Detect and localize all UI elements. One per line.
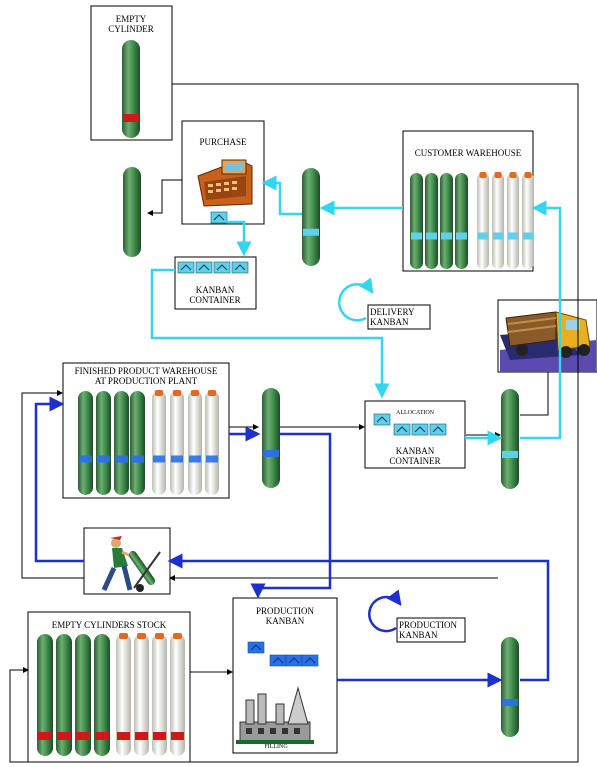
finished-wh-label-1: FINISHED PRODUCT WAREHOUSE [75,366,218,376]
delivery-kanban-box [367,304,431,330]
production-kanban-card-1 [247,641,265,654]
finished-green-cylinder [96,391,111,495]
stock-white-cylinder [152,633,167,756]
production-kanban-label-2: KANBAN [266,616,305,626]
stock-green-cylinder [75,634,91,756]
delivery-kanban-label-1: DELIVERY [370,307,415,317]
cylinder-left-purchase [123,167,141,257]
purchase-kanban-card [210,211,228,224]
finished-green-cylinder [78,391,93,495]
stock-white-cylinder [134,633,149,756]
customer-green-cylinder [425,173,438,269]
customer-green-cylinder [440,173,453,269]
truck-icon [500,311,596,372]
purchase-label: PURCHASE [199,137,247,147]
cylinder-return [302,168,320,266]
delivery-cycle-icon [337,277,374,322]
stock-green-cylinder [37,634,53,756]
kanban-container-top-label-2: CONTAINER [189,295,240,305]
customer-green-cylinder [455,173,468,269]
cylinder-to-customer [501,389,519,489]
production-kanban-side-label-2: KANBAN [399,630,438,640]
production-kanban-side-box [396,617,466,643]
cash-register-icon [197,159,253,207]
allocation-kanban-cards [393,423,447,436]
customer-warehouse-label: CUSTOMER WAREHOUSE [415,148,522,158]
customer-white-cylinder [492,172,504,269]
customer-white-cylinder [507,172,519,269]
production-kanban-side-label-1: PRODUCTION [399,620,458,630]
production-kanban-cards [269,654,319,667]
blue-flow-lines [34,396,550,688]
worker-hand-truck-icon [101,536,161,592]
stock-white-cylinder [116,633,131,756]
empty-cylinder-label-1: EMPTY [116,14,147,24]
top-container-kanban-cards [177,261,249,274]
kanban-container-mid-label-2: CONTAINER [389,456,440,466]
finished-white-cylinder [152,390,166,495]
finished-white-cylinder [188,390,202,495]
empty-cylinder [122,40,140,138]
stock-green-cylinder [56,634,72,756]
finished-white-cylinder [205,390,219,495]
cylinder-between-warehouses [262,388,280,488]
delivery-kanban-label-2: KANBAN [370,317,409,327]
allocation-kanban-card-1 [373,413,391,426]
factory-icon [236,686,314,744]
customer-white-cylinder [522,172,534,269]
cylinder-filled-output [501,637,519,737]
cylinders-layer [37,40,534,756]
empty-stock-label: EMPTY CYLINDERS STOCK [52,620,167,630]
stock-green-cylinder [94,634,110,756]
customer-green-cylinder [410,173,423,269]
stock-white-cylinder [170,633,185,756]
production-kanban-label-1: PRODUCTION [256,606,315,616]
finished-green-cylinder [114,391,129,495]
black-flow-lines [9,83,579,763]
filling-label: FILLING [264,744,288,750]
production-cycle-icon [368,589,402,633]
allocation-label: ALLOCATION [396,410,435,416]
empty-cylinder-label-2: CYLINDER [108,24,154,34]
kanban-cards-layer [177,211,447,667]
finished-wh-label-2: AT PRODUCTION PLANT [95,376,198,386]
kanban-container-mid-label-1: KANBAN [396,446,435,456]
customer-white-cylinder [477,172,489,269]
finished-white-cylinder [170,390,184,495]
finished-green-cylinder [130,391,145,495]
cyan-flow-lines [150,175,562,446]
kanban-container-top-label-1: KANBAN [196,285,235,295]
